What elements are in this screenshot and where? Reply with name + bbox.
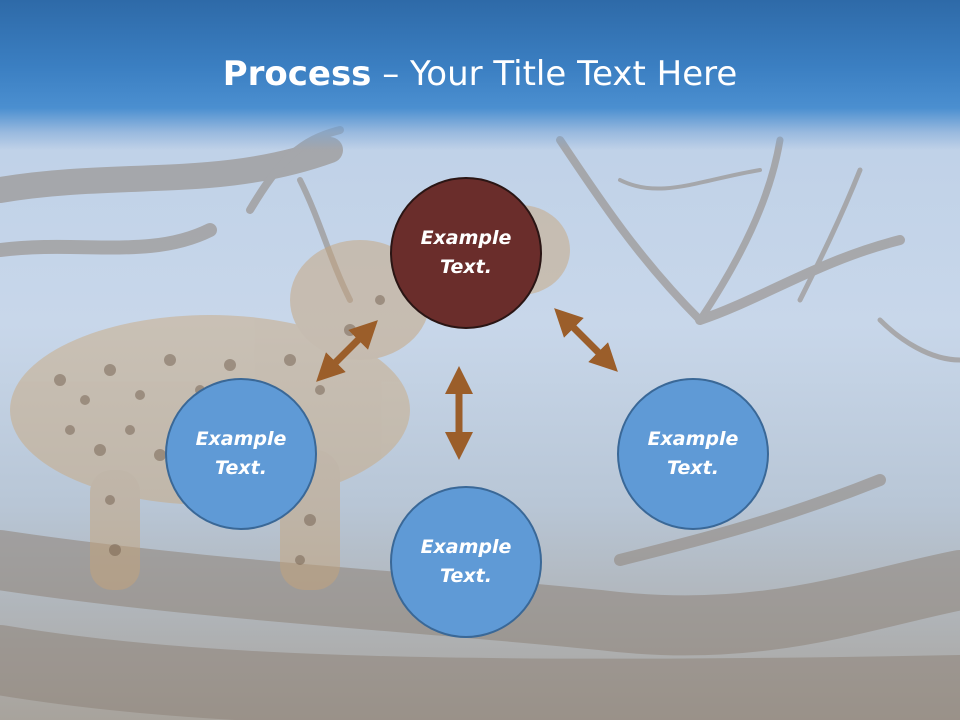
node-top-line2: Text. [440, 256, 492, 278]
arrow-top-right [554, 308, 618, 372]
node-bottom-line1: Example [420, 536, 512, 558]
header-bar [0, 0, 960, 150]
slide-title: Process – Your Title Text Here [0, 52, 960, 96]
arrow-left-top [316, 320, 378, 382]
process-node-right: Example Text. [617, 378, 769, 530]
process-node-left: Example Text. [165, 378, 317, 530]
process-node-top: Example Text. [390, 177, 542, 329]
node-left-line2: Text. [215, 457, 267, 479]
title-strong: Process [222, 54, 372, 94]
node-top-line1: Example [420, 227, 512, 249]
node-right-line2: Text. [667, 457, 719, 479]
node-left-line1: Example [195, 428, 287, 450]
node-right-line1: Example [647, 428, 739, 450]
title-rest: – Your Title Text Here [371, 54, 738, 94]
node-bottom-line2: Text. [440, 565, 492, 587]
process-node-bottom: Example Text. [390, 486, 542, 638]
